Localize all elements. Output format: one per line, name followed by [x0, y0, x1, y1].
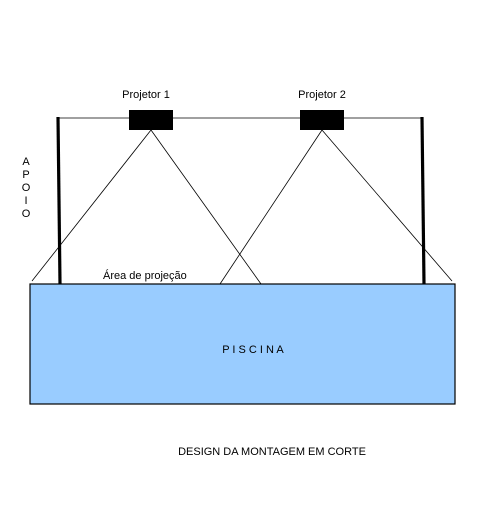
support-letter: A: [22, 156, 30, 168]
beam-2-left: [219, 129, 323, 285]
support-letter: O: [22, 208, 31, 220]
pool-label: P I S C I N A: [222, 344, 284, 356]
diagram-caption: DESIGN DA MONTAGEM EM CORTE: [178, 446, 366, 458]
beam-1-right: [150, 129, 262, 285]
projector-2-label: Projetor 2: [298, 89, 346, 101]
support-pole-right: [420, 116, 426, 285]
beam-1-left: [31, 129, 152, 282]
support-letter: I: [24, 195, 27, 207]
support-pole-left: [56, 116, 62, 285]
projector-2-body: [300, 110, 344, 130]
pool: [29, 283, 456, 405]
projector-1-label: Projetor 1: [122, 89, 170, 101]
support-label: A P O I O: [22, 156, 31, 220]
beam-2-right: [321, 129, 453, 282]
projection-beams: [31, 129, 453, 285]
projector-1-body: [129, 110, 173, 130]
support-letter: P: [22, 169, 29, 181]
projection-area-label: Área de projeção: [103, 269, 187, 282]
support-letter: O: [22, 182, 31, 194]
